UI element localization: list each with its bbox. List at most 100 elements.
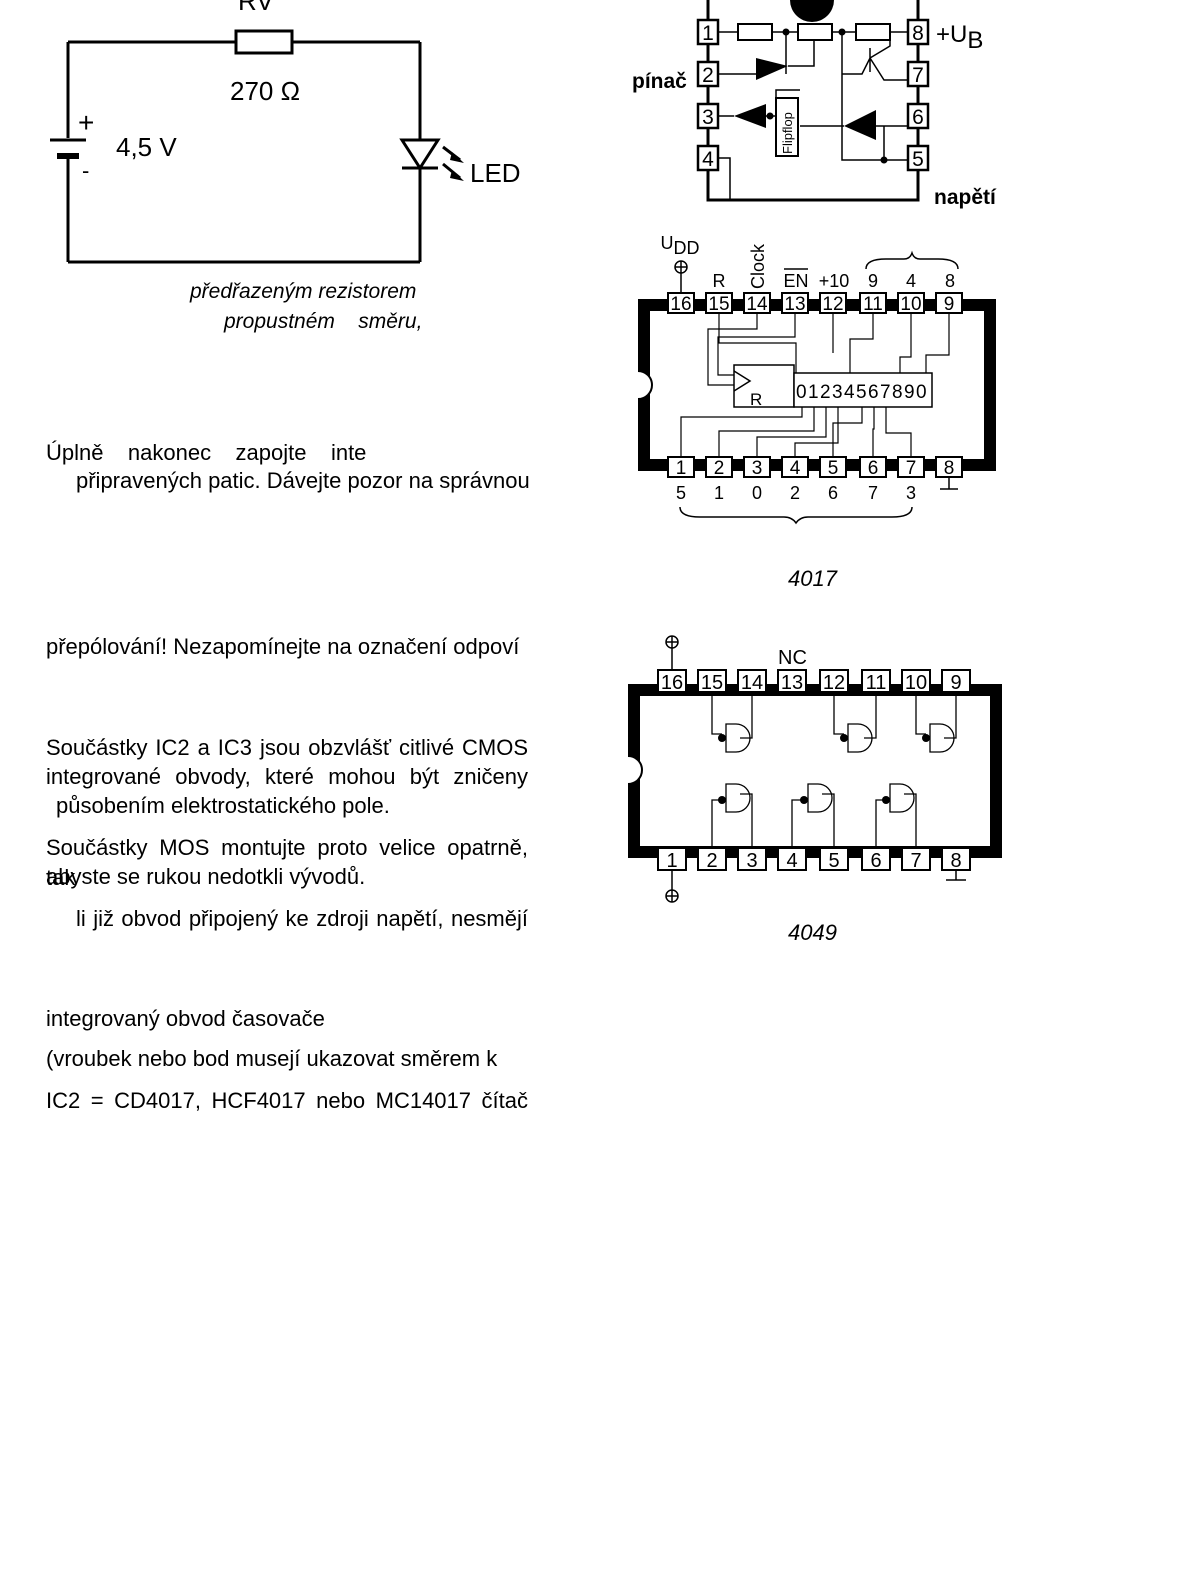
resistor-symbol	[234, 29, 294, 55]
timer-pin-1: 1	[702, 22, 714, 45]
ic4017-counter-r: R	[750, 390, 762, 409]
ic4017-label-udd: UDD	[661, 233, 700, 258]
ic4049-pin-9: 9	[950, 672, 961, 694]
paragraph-1-line-2: připravených patic. Dávejte pozor na spr…	[76, 468, 530, 493]
ic4017-pin-9: 9	[944, 294, 955, 315]
paragraph-7: (vroubek nebo bod musejí ukazovat směrem…	[46, 1046, 498, 1071]
ic4017-pin-7: 7	[906, 458, 917, 479]
paragraph-6: integrovaný obvod časovače	[46, 1006, 325, 1031]
ic4017-label-en: EN	[783, 271, 808, 291]
ic4017-digit-0: 0	[796, 382, 807, 403]
paragraph-5: li již obvod připojený ke zdroji napětí,…	[76, 906, 528, 931]
ic4017-pin-3: 3	[752, 458, 763, 479]
ic4017-pin-10: 10	[900, 294, 921, 315]
ic4017-digit-3: 3	[832, 382, 843, 403]
ic4049-pin-1: 1	[666, 850, 677, 872]
ic4017-digit-2: 2	[820, 382, 831, 403]
battery-symbol	[50, 138, 86, 159]
ic4017-pin-2: 2	[714, 458, 725, 479]
battery-plus: +	[78, 107, 94, 138]
timer-ic-diagram: 1 2 3 4 8 7 6 5 Flipflop pínač napětí +U…	[632, 0, 997, 209]
led-label: LED	[470, 158, 521, 188]
ic4049-pin-11: 11	[866, 672, 887, 694]
timer-supply-label: +UB	[936, 21, 983, 54]
ic4049-nc-label: NC	[778, 647, 807, 669]
circuit-caption-1: předřazeným rezistorem	[190, 280, 417, 303]
timer-pin-2: 2	[702, 64, 714, 87]
ic4017-pin-14: 14	[746, 294, 768, 315]
timer-pin-7: 7	[912, 64, 924, 87]
ic4017-label-clock: Clock	[748, 243, 768, 289]
timer-pin-5: 5	[912, 148, 924, 171]
ic4049-pin-2: 2	[706, 850, 717, 872]
battery-minus: -	[82, 158, 89, 183]
paragraph-3-line-3: působením elektrostatického pole.	[56, 793, 390, 818]
ic4017-pin-5: 5	[828, 458, 839, 479]
ic4017-pin-15: 15	[708, 294, 729, 315]
ic4017-label-out9: 9	[868, 271, 878, 291]
ic4049-pin-14: 14	[741, 672, 763, 694]
paragraph-8: IC2 = CD4017, HCF4017 nebo MC14017 čítač	[46, 1088, 528, 1113]
resistor-label: RV	[238, 0, 274, 16]
flipflop-block	[775, 97, 799, 157]
ic4049-pin-10: 10	[905, 672, 927, 694]
ic4017-out-pin7: 3	[906, 483, 916, 503]
ic4017-out-pin1: 5	[676, 483, 686, 503]
ic4017-label-out4: 4	[906, 271, 916, 291]
paragraph-4-line-1: Součástky MOS montujte proto velice opat…	[46, 835, 528, 890]
paragraph-3-line-1: Součástky IC2 a IC3 jsou obzvlášť citliv…	[46, 735, 528, 760]
ic-4017-diagram: 16 15 14 13 12 11 10 9 1 2 3 4 5 6 7 8 U…	[637, 233, 996, 525]
ic4017-caption: 4017	[788, 566, 837, 591]
ic4017-out-pin4: 2	[790, 483, 800, 503]
paragraph-1-line-1: Úplně nakonec zapojte inte	[46, 440, 367, 465]
paragraph-3-line-2: integrované obvody, které mohou být znič…	[46, 764, 528, 789]
ic4017-digit-4: 4	[844, 382, 855, 403]
ic4017-label-r: R	[713, 271, 726, 291]
timer-pin-4: 4	[702, 148, 714, 171]
ic4017-pin-16: 16	[670, 294, 691, 315]
ic4049-pin-5: 5	[828, 850, 839, 872]
ic4049-pin-7: 7	[910, 850, 921, 872]
ic4017-pin-6: 6	[868, 458, 879, 479]
ic4017-pin-12: 12	[822, 294, 843, 315]
ic-4049-diagram: 16 15 14 13 12 11 10 9 1 2 3 4 5 6 7 8 N…	[627, 635, 1002, 903]
ic4049-caption: 4049	[788, 920, 837, 945]
paragraph-2: přepólování! Nezapomínejte na označení o…	[46, 634, 520, 659]
ic4049-pin-3: 3	[746, 850, 757, 872]
ic4017-pin-4: 4	[790, 458, 801, 479]
timer-pin-6: 6	[912, 106, 924, 129]
battery-voltage: 4,5 V	[116, 132, 177, 162]
ic4017-pin-1: 1	[676, 458, 687, 479]
flipflop-label: Flipflop	[780, 112, 795, 154]
ic4049-pin-6: 6	[870, 850, 881, 872]
ic4049-pin-16: 16	[661, 672, 683, 694]
timer-pin-3: 3	[702, 106, 714, 129]
ic4017-digit-9: 9	[904, 382, 915, 403]
ic4017-pin-13: 13	[784, 294, 805, 315]
ic4017-label-plus10: +10	[819, 271, 850, 291]
ic4017-digit-7: 7	[880, 382, 891, 403]
led-circuit-diagram: RV 270 Ω + - 4,5 V LED	[50, 0, 521, 264]
ic4017-out-pin6: 7	[868, 483, 878, 503]
ic4017-out-pin2: 1	[714, 483, 724, 503]
ic4049-pin-12: 12	[823, 672, 845, 694]
paragraph-4-line-2: abyste se rukou nedotkli vývodů.	[46, 864, 366, 889]
timer-pin-8: 8	[912, 22, 924, 45]
ic4017-digit-1: 1	[808, 382, 819, 403]
ic4017-pin-11: 11	[863, 294, 883, 315]
ic4017-out-pin3: 0	[752, 483, 762, 503]
ic4049-pin-15: 15	[701, 672, 723, 694]
timer-left-label: pínač	[632, 70, 687, 93]
ic4017-digit-5: 5	[856, 382, 867, 403]
resistor-value: 270 Ω	[230, 76, 300, 106]
ic4049-pin-13: 13	[781, 672, 803, 694]
ic4049-pin-4: 4	[786, 850, 797, 872]
timer-right-label: napětí	[934, 186, 997, 209]
circuit-caption-2: propustném směru,	[224, 310, 423, 333]
ic4017-label-out8: 8	[945, 271, 955, 291]
ic4049-pin-8: 8	[950, 850, 961, 872]
ic4017-out-pin5: 6	[828, 483, 838, 503]
ic4017-digit-6: 6	[868, 382, 879, 403]
ic4017-digit-8: 8	[892, 382, 903, 403]
ic4017-pin-8: 8	[944, 458, 955, 479]
